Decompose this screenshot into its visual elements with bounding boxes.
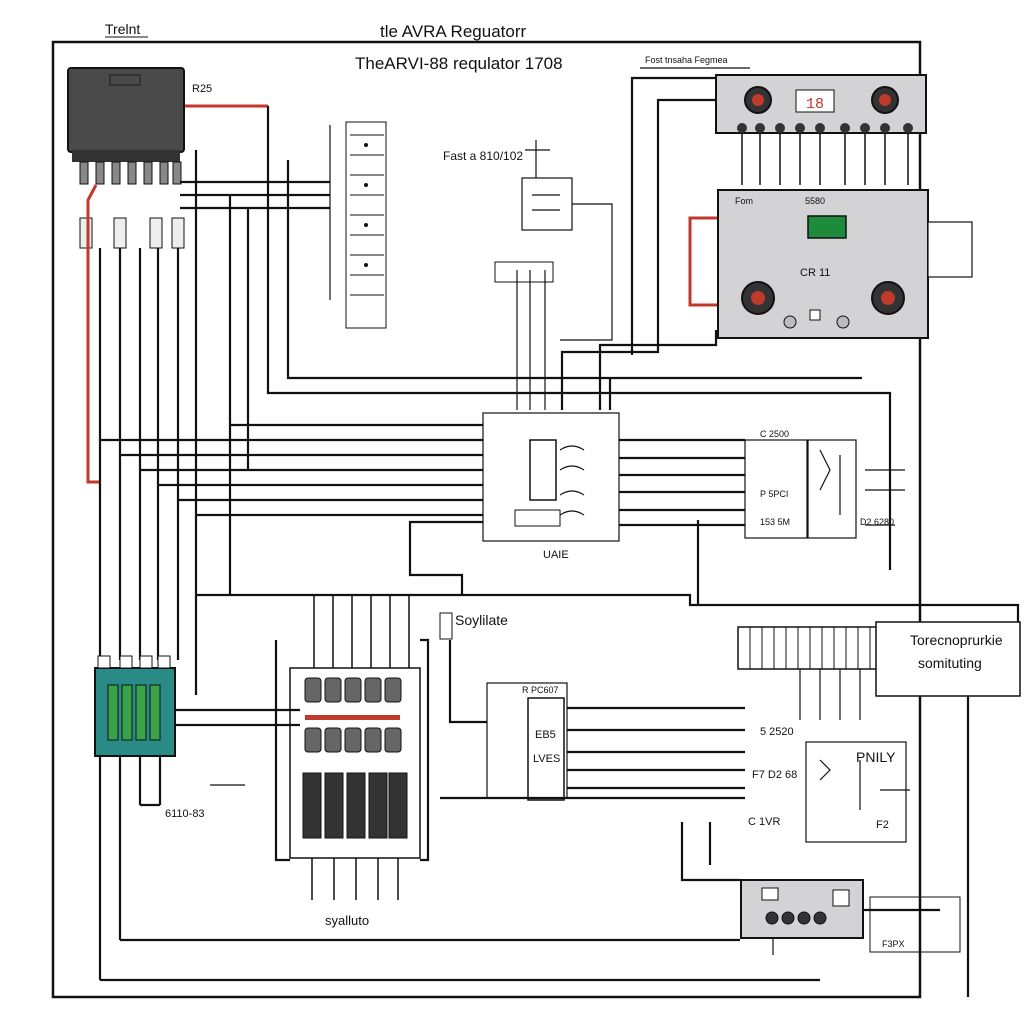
control-panel-icon <box>715 74 927 185</box>
top-horizontal-wires <box>180 180 330 595</box>
diagram-subtitle: TheARVI-88 requlator 1708 <box>355 54 563 73</box>
control-panel-lower-icon <box>717 189 973 339</box>
right-relay-a: C 2500 <box>760 429 789 439</box>
bottom-stack-label: syalluto <box>325 913 369 928</box>
mid-connector-icon <box>486 682 568 801</box>
power-wire-left <box>86 184 100 484</box>
unit-mid-name: Fom <box>735 196 753 206</box>
mid-box-top: R PC607 <box>522 685 559 695</box>
corner-label: Trelnt <box>105 21 140 37</box>
test-block <box>494 140 613 410</box>
right-box <box>875 621 1021 697</box>
rectifier-side-wires <box>274 638 430 862</box>
control-panel-feed <box>560 76 718 410</box>
right-relay-icon <box>744 439 905 539</box>
lower-right-schematic <box>805 741 910 843</box>
mid-box-b: LVES <box>533 753 560 765</box>
teal-module-wires <box>98 708 820 982</box>
bottom-right-wires <box>680 696 970 997</box>
right-box-line2: somituting <box>918 655 982 671</box>
unit-top-display: 18 <box>806 96 824 113</box>
diagram-title: tle AVRA Reguatorr <box>380 22 526 41</box>
r-num-2: F7 D2 68 <box>752 769 797 781</box>
connector-box-icon <box>740 879 864 955</box>
relay-top-label: R25 <box>192 83 212 95</box>
soylilate-marker <box>439 612 453 640</box>
r-num-5: F2 <box>876 819 889 831</box>
terminal-block-icon <box>94 655 176 757</box>
diagram-frame <box>51 40 922 999</box>
soylilate-label: Soylilate <box>455 612 508 628</box>
relay-module-icon <box>67 67 185 249</box>
unit-top-header: Fost tnsaha Fegmea <box>645 55 728 65</box>
terminal-column-top <box>329 121 387 329</box>
bottom-right-label: F3PX <box>882 939 905 949</box>
test-block-label: Fast a 810/102 <box>443 149 523 163</box>
left-bank-value: 6110-83 <box>165 808 205 820</box>
right-box-line1: Torecnoprurkie <box>910 632 1003 648</box>
relay-center-label: UAIE <box>543 549 569 561</box>
power-wire-panel <box>688 216 718 307</box>
right-relay-c: 153 5M <box>760 517 790 527</box>
rectifier-bank-icon <box>289 595 421 900</box>
center-relay-icon <box>482 412 620 542</box>
r-num-3: C 1VR <box>748 816 780 828</box>
unit-mid-code: 5580 <box>805 196 825 206</box>
unit-mid-sub: CR 11 <box>800 267 830 279</box>
r-num-4: PNILY <box>856 749 896 765</box>
bottom-right-frame <box>869 896 961 953</box>
right-relay-b: P 5PCI <box>760 489 788 499</box>
right-relay-d: D2 6280 <box>860 517 894 527</box>
center-horizontal-wires <box>100 378 1020 625</box>
terminal-strip-icon <box>737 626 887 720</box>
mid-box-a: EB5 <box>535 729 556 741</box>
r-num-1: 5 2520 <box>760 726 794 738</box>
mid-box-wires <box>440 640 745 800</box>
